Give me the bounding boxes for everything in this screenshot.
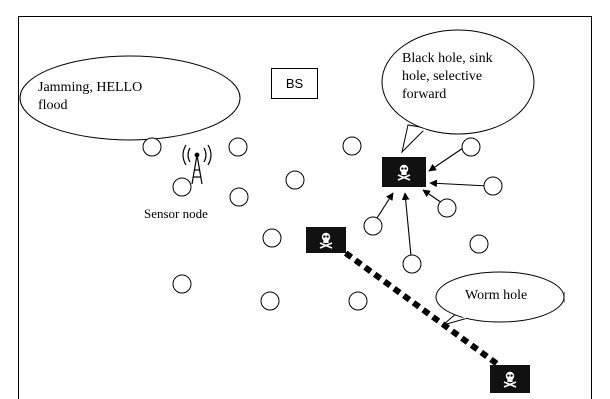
blackhole-line: hole, selective [402,69,483,84]
jamming-line: flood [38,98,68,113]
sensor-node [402,254,422,274]
sensor-node [172,274,192,294]
sensor-node [142,137,162,157]
jamming-bubble [19,55,241,144]
sensor-node [260,291,280,311]
sensor-node [228,137,248,157]
blackhole-bubble-text: Black hole, sink hole, selective forward [402,50,493,104]
wormhole-bubble-text: Worm hole [465,287,527,305]
wormhole-bubble: | [435,271,565,326]
sensor-node [262,228,282,248]
sensor-node [461,137,481,157]
attacker-flag-icon [382,157,426,187]
wormhole-link [334,243,502,369]
sensor-nodes [142,136,503,311]
base-station-label: BS [285,76,304,91]
sensor-node-label: Sensor node [144,206,208,221]
sensor-node [469,234,489,254]
attacker-flag-icon [490,365,530,393]
diagram-border [18,16,592,399]
sensor-node [483,176,503,196]
jamming-line: Jamming, HELLO [38,80,143,95]
sensor-node [348,291,368,311]
sensor-node [363,216,383,236]
sensor-node [172,177,192,197]
sensor-node [437,198,457,218]
sensor-node [229,187,249,207]
sensor-node [285,170,305,190]
base-station-box: BS [271,68,318,99]
blackhole-line: forward [402,87,447,102]
wormhole-label: Worm hole [465,288,528,303]
svg-text:|: | [563,289,565,303]
jamming-bubble-text: Jamming, HELLO flood [38,79,142,115]
blackhole-bubble [381,29,535,154]
attack-arrows [376,147,489,257]
radio-tower-icon [182,144,212,185]
sensor-node [342,136,362,156]
attacker-flag-icon [306,227,346,253]
blackhole-line: Black hole, sink [402,51,493,66]
